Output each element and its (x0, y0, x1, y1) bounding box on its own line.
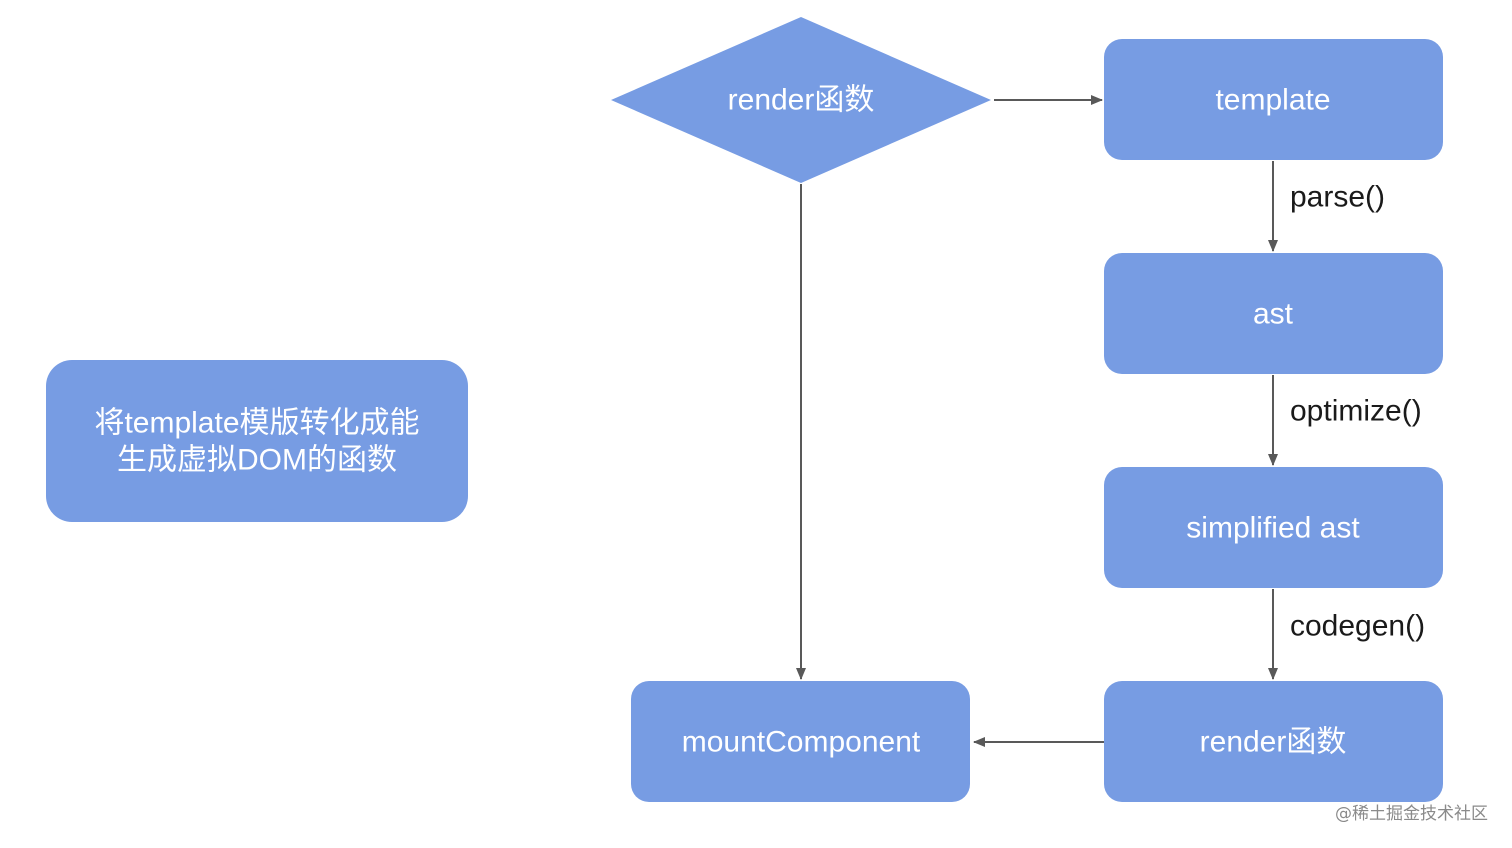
node-simplified-ast: simplified ast (1104, 467, 1443, 588)
node-template: template (1104, 39, 1443, 160)
node-description-line1: 将template模版转化成能 (94, 407, 419, 440)
node-ast-label: ast (1253, 298, 1294, 331)
edge-label-optimize: optimize() (1290, 395, 1422, 428)
node-description-line2: 生成虚拟DOM的函数 (117, 444, 397, 477)
edge-label-codegen: codegen() (1290, 610, 1425, 643)
node-template-label: template (1215, 84, 1330, 117)
node-description: 将template模版转化成能 生成虚拟DOM的函数 (46, 360, 468, 522)
node-render-function-label: render函数 (1200, 726, 1347, 759)
node-render-decision-label: render函数 (728, 84, 875, 117)
edge-label-parse: parse() (1290, 181, 1385, 214)
watermark-text: @稀土掘金技术社区 (1335, 804, 1488, 824)
node-ast: ast (1104, 253, 1443, 374)
node-mount-component: mountComponent (631, 681, 970, 802)
node-mount-component-label: mountComponent (682, 726, 921, 759)
node-render-function: render函数 (1104, 681, 1443, 802)
node-render-decision: render函数 (611, 17, 991, 183)
node-simplified-ast-label: simplified ast (1186, 512, 1360, 545)
